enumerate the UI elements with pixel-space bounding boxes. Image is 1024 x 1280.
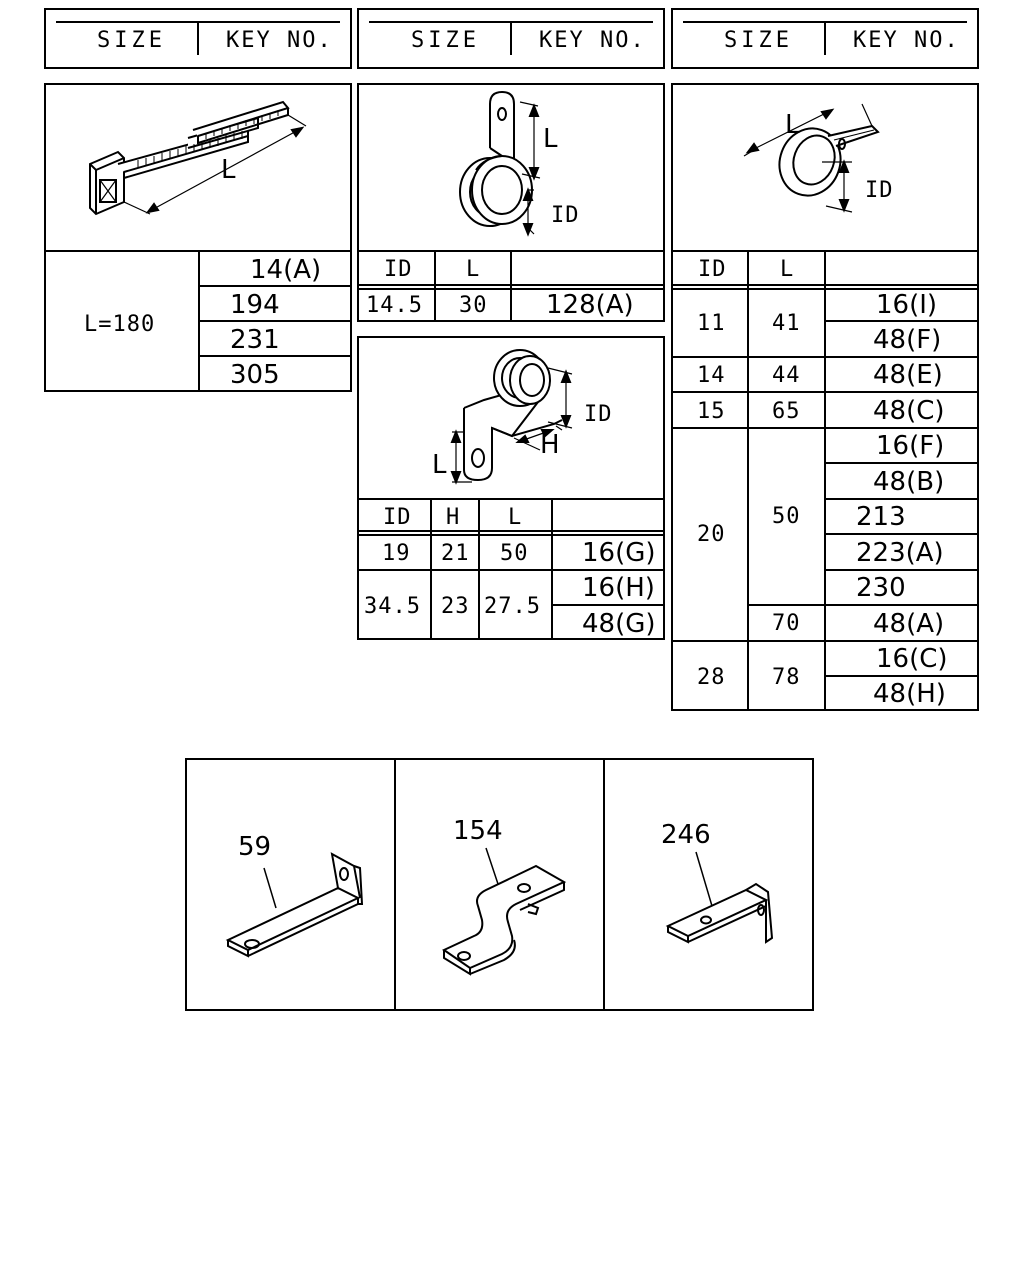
loop-clamp-icon — [459, 90, 541, 237]
loop-dim-id: ID — [551, 203, 580, 228]
ring-r3-id: 15 — [697, 399, 726, 424]
header-size-label: SIZE — [97, 28, 166, 53]
saddle-r1-key: 16(G) — [582, 538, 656, 568]
brackets-panel — [185, 758, 814, 1011]
tie-key-1: 14(A) — [250, 255, 322, 285]
ring-r4-l: 50 — [772, 504, 801, 529]
saddle-r1-id: 19 — [382, 541, 411, 566]
l-bracket-icon — [225, 852, 364, 958]
ring-r4-key-5: 230 — [856, 573, 906, 603]
saddle-col-l: L — [508, 505, 523, 530]
ring-r2-key: 48(E) — [873, 360, 943, 390]
loop-col-id: ID — [384, 257, 413, 282]
tie-key-2: 194 — [230, 290, 280, 320]
header-col-2 — [357, 8, 665, 69]
ring-col-l: L — [780, 257, 795, 282]
ring-r1-id: 11 — [697, 311, 726, 336]
ring-dim-id: ID — [865, 178, 894, 203]
ring-r6-id: 28 — [697, 665, 726, 690]
ring-r4-key-2: 48(B) — [873, 467, 945, 497]
header-key-label: KEY NO. — [226, 28, 333, 53]
header-size-label: SIZE — [724, 28, 793, 53]
bracket-246-label: 246 — [661, 820, 711, 850]
saddle-col-id: ID — [383, 505, 412, 530]
ring-r3-key: 48(C) — [873, 396, 945, 426]
saddle-r2-id: 34.5 — [364, 594, 421, 619]
ring-r1-key-1: 16(I) — [876, 290, 938, 320]
header-col-1 — [44, 8, 352, 69]
saddle-dim-h: H — [540, 430, 560, 460]
cable-tie-icon — [89, 100, 307, 216]
loop-row-id: 14.5 — [366, 293, 423, 318]
ring-r2-l: 44 — [772, 363, 801, 388]
loop-col-l: L — [466, 257, 481, 282]
ring-clamp-icon — [743, 103, 880, 213]
tie-size: L=180 — [84, 312, 156, 337]
ring-r4-key-4: 223(A) — [856, 538, 944, 568]
saddle-clamp-panel — [357, 336, 665, 640]
loop-row-key: 128(A) — [546, 290, 634, 320]
saddle-r1-l: 50 — [500, 541, 529, 566]
ring-r5-key: 48(A) — [873, 609, 945, 639]
ring-r4-key-3: 213 — [856, 502, 906, 532]
ring-r2-id: 14 — [697, 363, 726, 388]
ring-r1-key-2: 48(F) — [873, 325, 942, 355]
loop-dim-l: L — [543, 124, 558, 154]
saddle-r2-h: 23 — [441, 594, 470, 619]
bracket-59-label: 59 — [238, 832, 272, 862]
bracket-154-label: 154 — [453, 816, 503, 846]
saddle-col-h: H — [446, 505, 461, 530]
saddle-r2-key-1: 16(H) — [582, 573, 655, 603]
ring-r1-l: 41 — [772, 311, 801, 336]
ring-r4-key-1: 16(F) — [876, 431, 945, 461]
tie-key-3: 231 — [230, 325, 280, 355]
ring-r4-id: 20 — [697, 522, 726, 547]
ring-r6-key-2: 48(H) — [873, 679, 946, 709]
ring-r5-l: 70 — [772, 611, 801, 636]
ring-dim-l: L — [785, 110, 800, 140]
header-key-label: KEY NO. — [853, 28, 960, 53]
saddle-dim-l: L — [432, 450, 447, 480]
loop-row-l: 30 — [459, 293, 488, 318]
header-key-label: KEY NO. — [539, 28, 646, 53]
ring-col-id: ID — [698, 257, 727, 282]
saddle-r2-key-2: 48(G) — [582, 609, 656, 639]
saddle-r1-h: 21 — [441, 541, 470, 566]
ring-r6-key-1: 16(C) — [876, 644, 948, 674]
header-size-label: SIZE — [411, 28, 480, 53]
tie-key-4: 305 — [230, 360, 280, 390]
ring-r6-l: 78 — [772, 665, 801, 690]
header-col-3 — [671, 8, 979, 69]
saddle-clamp-icon — [450, 349, 573, 485]
offset-bracket-icon — [441, 847, 567, 976]
tie-dim-l: L — [221, 155, 236, 185]
saddle-r2-l: 27.5 — [484, 594, 541, 619]
saddle-dim-id: ID — [584, 402, 613, 427]
angle-bracket-icon — [665, 851, 774, 944]
ring-r3-l: 65 — [772, 399, 801, 424]
